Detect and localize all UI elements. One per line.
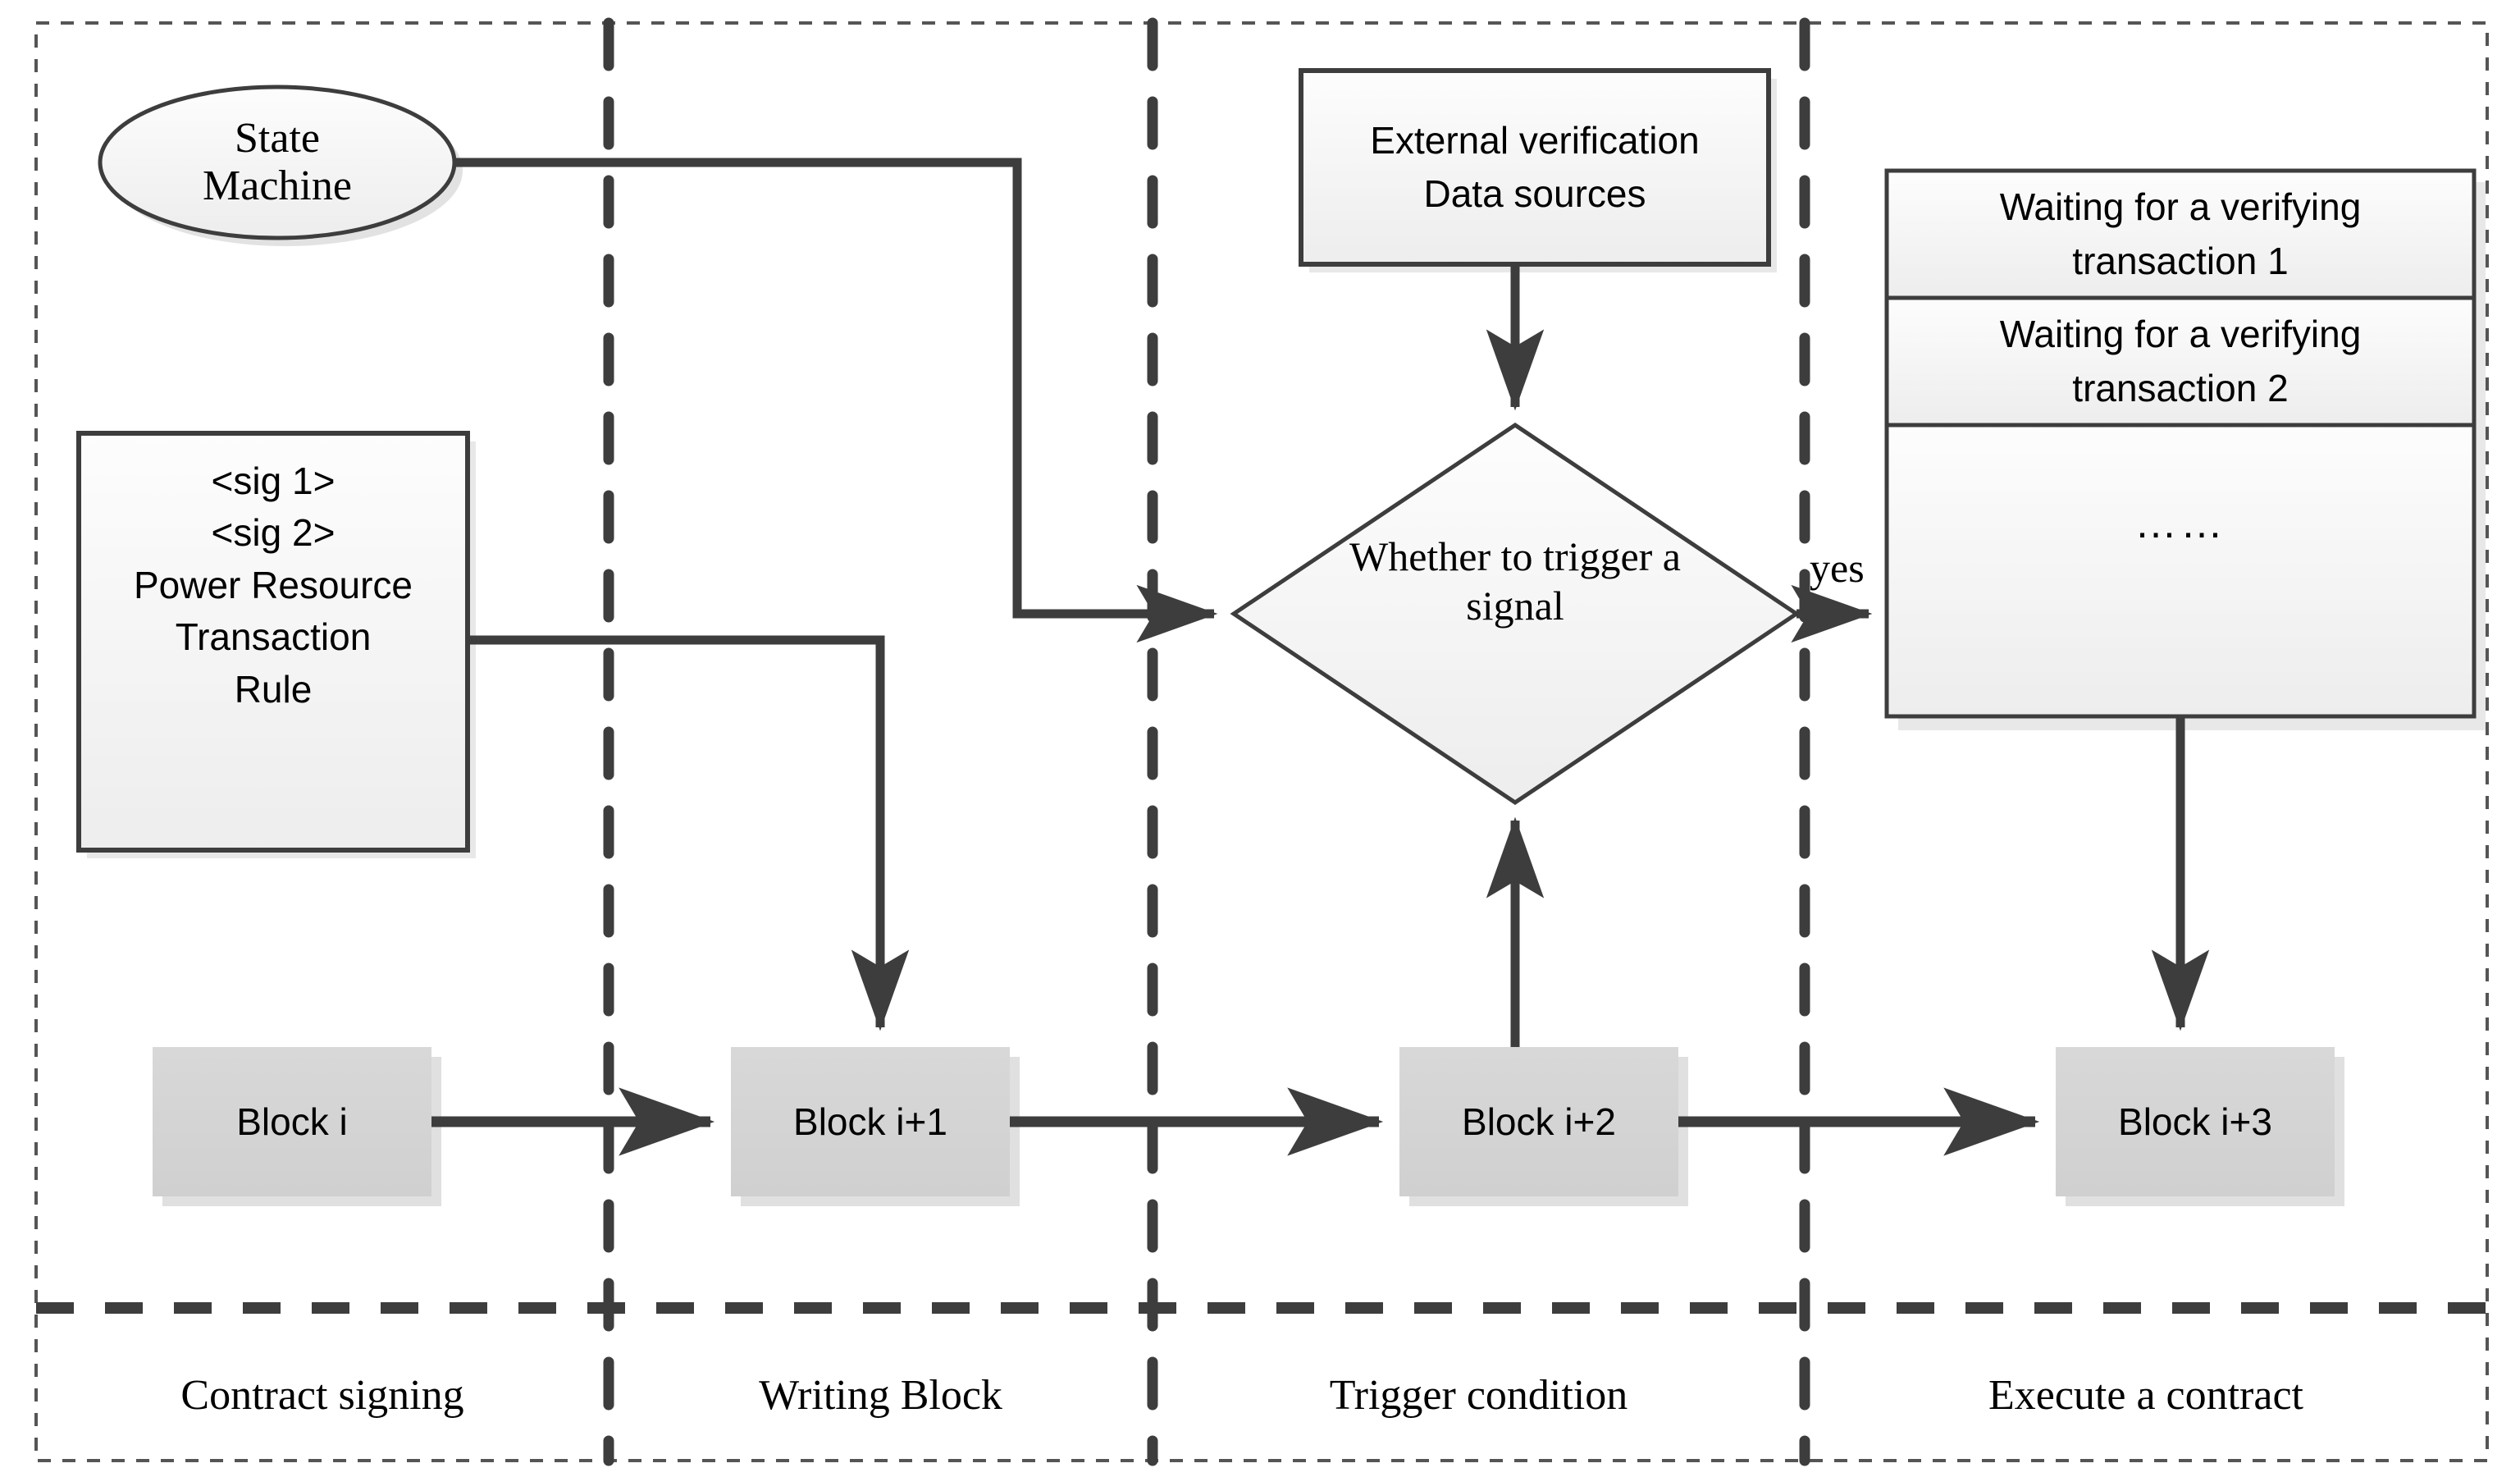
contract-rule-node [76,431,470,853]
edge-state-machine-to-decision [453,158,1218,643]
block-i-node [153,1047,431,1196]
state-machine-node [98,85,457,240]
block-i-plus-2-node [1399,1047,1678,1196]
edge-contract-rule-to-block-i-plus-1 [468,635,910,1031]
decision-node [1230,422,1801,806]
block-i-plus-1-node [731,1047,1010,1196]
block-i-plus-3-node [2056,1047,2335,1196]
transaction-queue-row-3 [1884,423,2477,719]
transaction-queue-row-2 [1884,295,2477,428]
external-data-node [1299,68,1771,267]
transaction-queue-row-1 [1884,168,2477,300]
